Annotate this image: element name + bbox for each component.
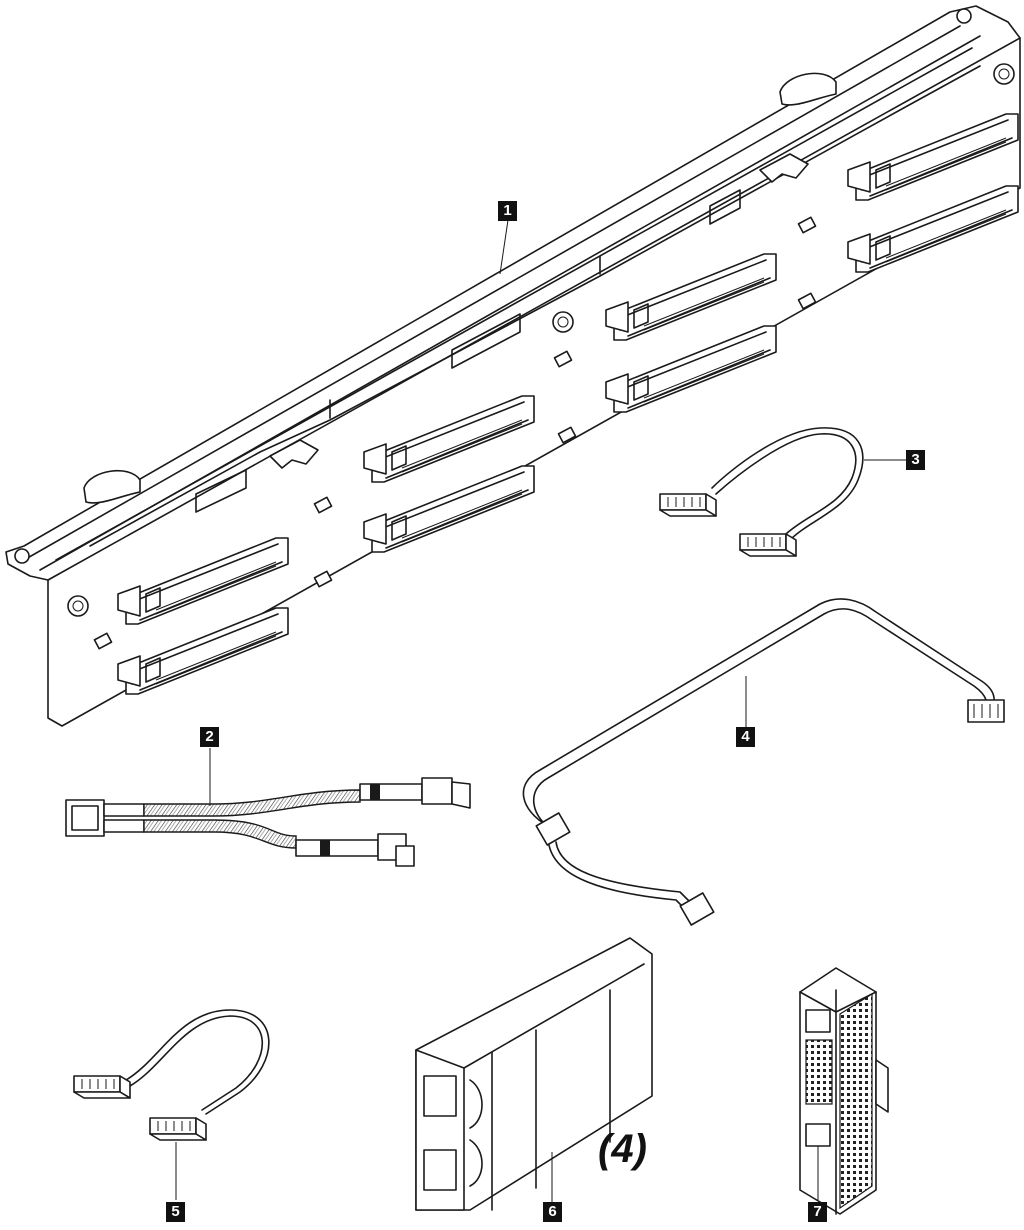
callout-4: 4	[736, 727, 755, 747]
power-cable-short	[659, 427, 906, 557]
thumb-screw	[993, 63, 1015, 85]
filler-bracket	[415, 937, 653, 1211]
callout-3: 3	[906, 450, 925, 470]
power-cable-short-2	[73, 1009, 270, 1200]
callout-5: 5	[166, 1202, 185, 1222]
thumb-screw	[67, 595, 89, 617]
callout-2: 2	[200, 727, 219, 747]
callout-1: 1	[498, 201, 517, 221]
callout-6: 6	[543, 1202, 562, 1222]
thumb-screw	[552, 311, 574, 333]
signal-cable-long	[522, 598, 1005, 926]
y-splitter-cable	[65, 748, 471, 867]
latch-module	[799, 967, 889, 1215]
callout-7: 7	[808, 1202, 827, 1222]
backplane-assembly	[5, 5, 1021, 727]
quantity-label: (4)	[598, 1127, 647, 1171]
